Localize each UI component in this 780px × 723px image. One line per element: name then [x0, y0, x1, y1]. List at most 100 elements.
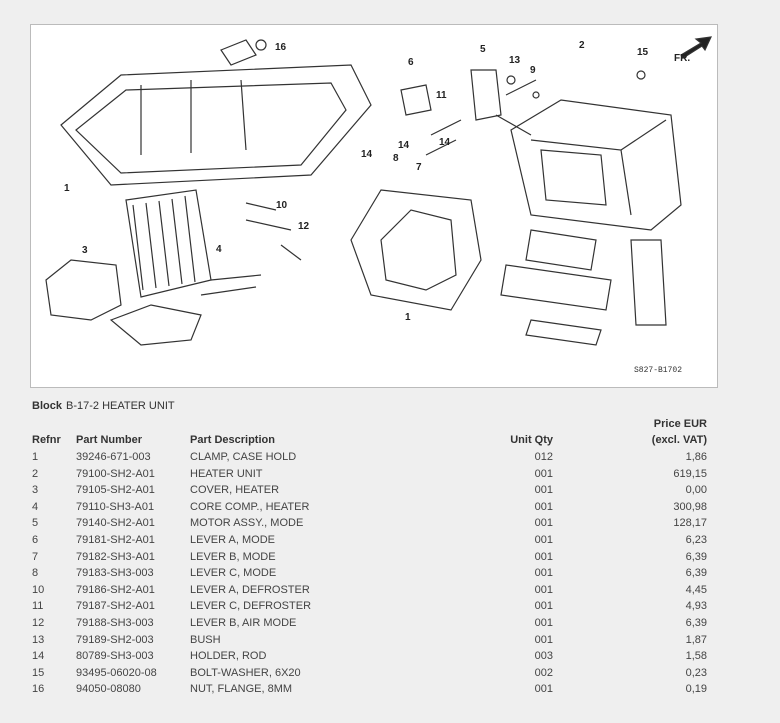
table-cell-unit-qty: 001 — [534, 583, 553, 596]
table-cell-refnr: 10 — [32, 583, 45, 596]
table-cell-description: MOTOR ASSY., MODE — [190, 517, 304, 530]
table-cell-part-number: 39246-671-003 — [76, 451, 151, 463]
table-cell-part-number: 93495-06020-08 — [76, 666, 157, 679]
table-cell-unit-qty: 001 — [534, 600, 553, 613]
table-cell-part-number: 79187-SH2-A01 — [76, 600, 155, 613]
block-name: B-17-2 HEATER UNIT — [66, 400, 175, 412]
callout: 6 — [408, 57, 414, 68]
table-cell-description: LEVER B, AIR MODE — [190, 617, 297, 629]
table-cell-part-number: 79188-SH3-003 — [76, 617, 154, 629]
table-cell-part-number: 79186-SH2-A01 — [76, 583, 155, 596]
heater-core — [125, 189, 262, 298]
table-cell-unit-qty: 001 — [534, 517, 553, 530]
table-cell-description: BUSH — [190, 633, 221, 646]
callout: 9 — [530, 65, 536, 76]
table-cell-price: 4,93 — [685, 600, 707, 613]
callout: 16 — [275, 42, 287, 53]
table-cell-description: LEVER A, DEFROSTER — [190, 583, 310, 596]
table-cell-unit-qty: 001 — [534, 467, 553, 480]
callout: 3 — [82, 245, 88, 256]
table-cell-refnr: 5 — [32, 517, 39, 530]
table-cell-refnr: 2 — [32, 467, 39, 480]
table-cell-unit-qty: 001 — [534, 500, 553, 513]
table-cell-part-number: 79183-SH3-003 — [76, 567, 154, 580]
table-cell-part-number: 79140-SH2-A01 — [76, 517, 155, 530]
table-cell-part-number: 79110-SH3-A01 — [76, 500, 155, 513]
table-cell-description: LEVER C, MODE — [190, 567, 277, 580]
table-cell-price: 128,17 — [673, 517, 707, 530]
table-cell-unit-qty: 001 — [534, 617, 553, 629]
diagram-code: S827-B1702 — [634, 366, 682, 375]
table-cell-description: HOLDER, ROD — [190, 650, 267, 663]
table-cell-price: 6,39 — [685, 567, 707, 580]
table-cell-price: 0,00 — [685, 484, 707, 497]
table-cell-part-number: 79181-SH2-A01 — [76, 534, 155, 546]
header-price-line2: (excl. VAT) — [651, 434, 707, 446]
table-cell-price: 6,39 — [685, 617, 707, 629]
callout: 13 — [509, 55, 521, 66]
table-cell-refnr: 8 — [32, 567, 39, 580]
header-unit-qty: Unit Qty — [510, 434, 553, 446]
table-cell-refnr: 15 — [32, 666, 45, 679]
header-price-line1: Price EUR — [653, 418, 707, 430]
table-cell-price: 6,39 — [685, 550, 707, 563]
table-cell-refnr: 12 — [32, 617, 45, 629]
table-cell-unit-qty: 012 — [534, 451, 553, 463]
direction-label: FR. — [674, 53, 690, 64]
table-cell-price: 6,23 — [685, 534, 707, 546]
table-cell-price: 300,98 — [673, 500, 707, 513]
parts-diagram: FR. 16 2 15 5 13 6 9 11 14 14 14 8 7 1 1… — [30, 24, 718, 388]
blower-duct — [350, 189, 482, 311]
table-cell-part-number: 79100-SH2-A01 — [76, 467, 155, 480]
table-cell-refnr: 16 — [32, 683, 45, 696]
table-cell-part-number: 94050-08080 — [76, 683, 141, 696]
table-cell-unit-qty: 001 — [534, 484, 553, 497]
table-cell-part-number: 79182-SH3-A01 — [76, 550, 155, 563]
table-cell-unit-qty: 001 — [534, 534, 553, 546]
table-cell-price: 0,23 — [685, 666, 707, 679]
table-cell-description: COVER, HEATER — [190, 484, 280, 497]
table-cell-description: CLAMP, CASE HOLD — [190, 451, 297, 463]
callout: 11 — [436, 90, 447, 101]
callout: 8 — [393, 153, 399, 164]
callout: 7 — [416, 162, 422, 173]
table-cell-unit-qty: 001 — [534, 633, 553, 646]
header-description: Part Description — [190, 434, 275, 446]
header-refnr: Refnr — [32, 434, 61, 446]
table-cell-price: 1,87 — [685, 633, 707, 646]
table-cell-description: CORE COMP., HEATER — [190, 500, 310, 513]
table-cell-description: LEVER A, MODE — [190, 534, 275, 546]
block-label: Block — [32, 400, 62, 412]
callout: 10 — [276, 200, 288, 211]
heater-cover-top — [60, 64, 372, 186]
table-cell-unit-qty: 003 — [534, 650, 553, 663]
table-cell-description: BOLT-WASHER, 6X20 — [190, 666, 301, 679]
callout: 14 — [439, 137, 451, 148]
callout: 1 — [64, 183, 70, 194]
callout: 14 — [361, 149, 373, 160]
callout: 5 — [480, 44, 486, 55]
fr-arrow-icon — [680, 36, 713, 59]
callout: 1 — [405, 312, 411, 323]
table-cell-price: 4,45 — [685, 583, 707, 596]
table-cell-price: 619,15 — [673, 467, 707, 480]
table-cell-price: 1,86 — [685, 451, 707, 463]
table-cell-refnr: 14 — [32, 650, 45, 663]
table-cell-part-number: 80789-SH3-003 — [76, 650, 154, 663]
table-cell-unit-qty: 001 — [534, 567, 553, 580]
table-cell-refnr: 13 — [32, 633, 45, 646]
table-cell-price: 1,58 — [685, 650, 707, 663]
header-part-number: Part Number — [76, 434, 143, 446]
table-cell-description: NUT, FLANGE, 8MM — [190, 683, 293, 696]
table-cell-description: LEVER C, DEFROSTER — [190, 600, 312, 613]
callout: 2 — [579, 40, 585, 51]
heater-unit-case — [510, 99, 682, 231]
levers — [220, 39, 646, 261]
callout: 14 — [398, 140, 410, 151]
table-cell-refnr: 7 — [32, 550, 39, 563]
table-cell-refnr: 4 — [32, 500, 39, 513]
callout: 12 — [298, 221, 310, 232]
table-cell-description: HEATER UNIT — [190, 467, 263, 480]
table-cell-part-number: 79189-SH2-003 — [76, 633, 154, 646]
callout: 4 — [216, 244, 222, 255]
